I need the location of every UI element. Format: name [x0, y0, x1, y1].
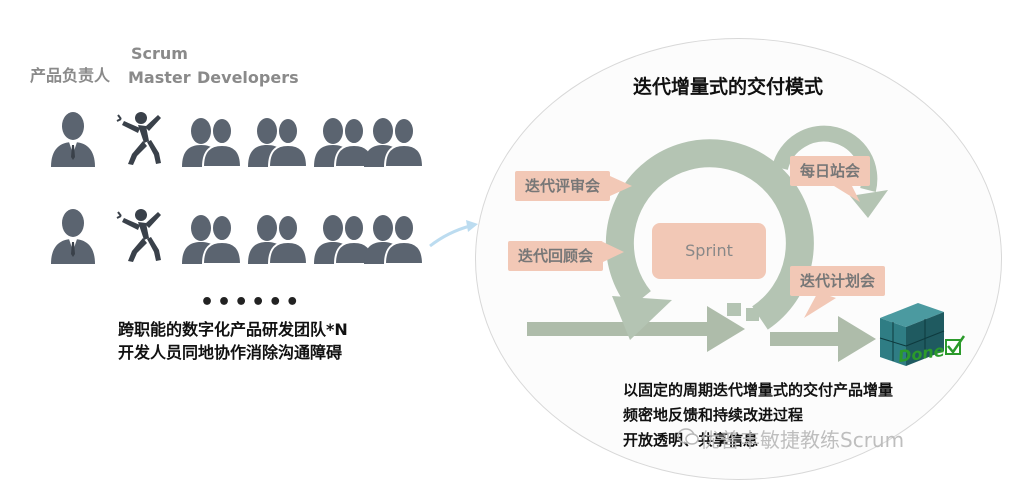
team-description: 跨职能的数字化产品研发团队*N 开发人员同地协作消除沟通障碍 — [118, 318, 348, 364]
role-product-owner: 产品负责人 — [30, 66, 111, 85]
wechat-icon — [677, 428, 699, 445]
callout-sprint-review: 迭代评审会 — [515, 171, 611, 201]
diagram-title: 迭代增量式的交付模式 — [633, 76, 824, 98]
callout-sprint-retrospective: 迭代回顾会 — [508, 241, 604, 271]
benefit-line1: 以固定的周期迭代增量式的交付产品增量 — [623, 381, 894, 399]
sprint-loop-arc — [605, 139, 814, 330]
callout-daily-scrum: 每日站会 — [790, 156, 871, 186]
role-scrum-master-line1: Scrum — [131, 44, 188, 63]
sprint-box: Sprint — [652, 223, 766, 279]
role-developers: Developers — [197, 68, 299, 87]
watermark-text: 优普丰敏捷教练Scrum — [700, 428, 905, 452]
benefits-text: 以固定的周期迭代增量式的交付产品增量 频密地反馈和持续改进过程 开放透明、共享信… — [623, 378, 893, 453]
daily-loop-head — [850, 190, 888, 218]
more-teams-ellipsis: •••••• — [200, 290, 303, 315]
flow-arrow-left — [527, 322, 709, 336]
sprint-loop-head — [612, 296, 672, 340]
callout-sprint-planning: 迭代计划会 — [790, 266, 886, 296]
flow-arrow-right — [770, 332, 840, 346]
benefit-line2: 频密地反馈和持续改进过程 — [623, 406, 804, 424]
checkmark-icon — [945, 335, 966, 355]
role-scrum-master-line2: Master — [128, 68, 191, 87]
team-description-line2: 开发人员同地协作消除沟通障碍 — [118, 343, 343, 362]
done-increment-icon — [879, 303, 945, 366]
flow-arrow-right-head — [838, 316, 876, 362]
team-description-line1: 跨职能的数字化产品研发团队*N — [118, 320, 348, 339]
flow-arrow-left-head — [707, 306, 745, 352]
